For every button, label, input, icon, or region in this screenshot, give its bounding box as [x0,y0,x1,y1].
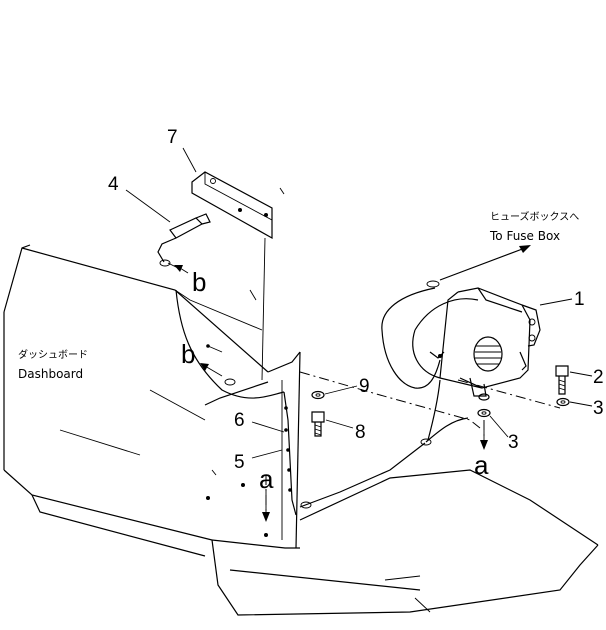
bolt-part-2 [555,365,569,395]
reference-mark-a-left: a [259,464,274,494]
part-number-3-center: 3 [508,432,519,453]
part-number-1: 1 [574,289,585,310]
washer-part-3-center [477,393,491,418]
heater-part-1 [381,280,541,441]
part-number-2: 2 [593,367,604,388]
socket-part-4 [157,213,211,269]
fuse-box-label-jp: ヒューズボックスへ [490,210,579,223]
part-number-8: 8 [355,422,366,443]
bolt-part-8 [311,411,325,437]
dashboard-label: Dashboard [18,367,83,381]
part-number-7: 7 [167,127,178,148]
bracket-part-7 [191,171,273,381]
part-number-3-right: 3 [593,398,604,419]
part-number-5: 5 [234,452,245,473]
dashboard-body [3,187,599,616]
reference-mark-b-top: b [192,267,206,297]
reference-mark-a-right: a [474,450,489,480]
part-number-9: 9 [359,376,370,397]
leader-lines [125,147,593,537]
reference-mark-b-mid: b [181,339,195,369]
harness-5-6 [175,289,469,516]
washer-part-3-right [556,397,570,407]
fuse-box-label: To Fuse Box [489,229,560,243]
part-number-6: 6 [234,410,245,431]
part-number-4: 4 [108,174,119,195]
dashboard-label-jp: ダッシュボード [18,348,88,361]
washer-part-9 [311,390,325,400]
